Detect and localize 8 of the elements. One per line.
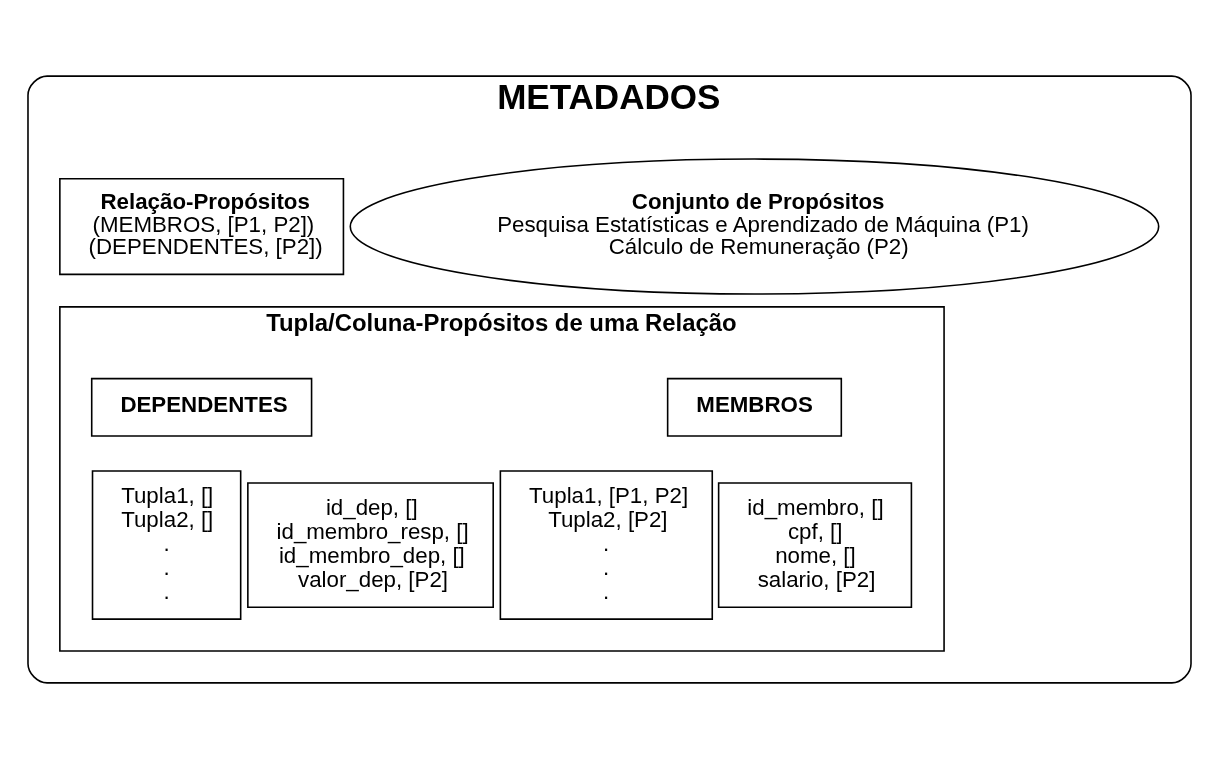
node-box: DEPENDENTES	[90, 377, 313, 437]
node-box: Relação-Propósitos (MEMBROS, [P1, P2]) (DEPENDENTES, [P2])	[59, 177, 345, 275]
node-box: Tupla1, [] Tupla2, [] . . .	[91, 469, 242, 620]
node-ellipse: Conjunto de Propósitos Pesquisa Estatísticas e Aprendizado de Máquina (P1) Cálculo de Remuneração (P2)	[349, 157, 1160, 295]
node-box: MEMBROS	[666, 377, 843, 437]
node-box: id_dep, [] id_membro_resp, [] id_membro_dep, [] valor_dep, [P2]	[247, 481, 494, 608]
node-box: id_membro, [] cpf, [] nome, [] salario, [P2]	[717, 481, 913, 608]
node-box: Tupla1, [P1, P2] Tupla2, [P2] . . .	[499, 469, 714, 620]
